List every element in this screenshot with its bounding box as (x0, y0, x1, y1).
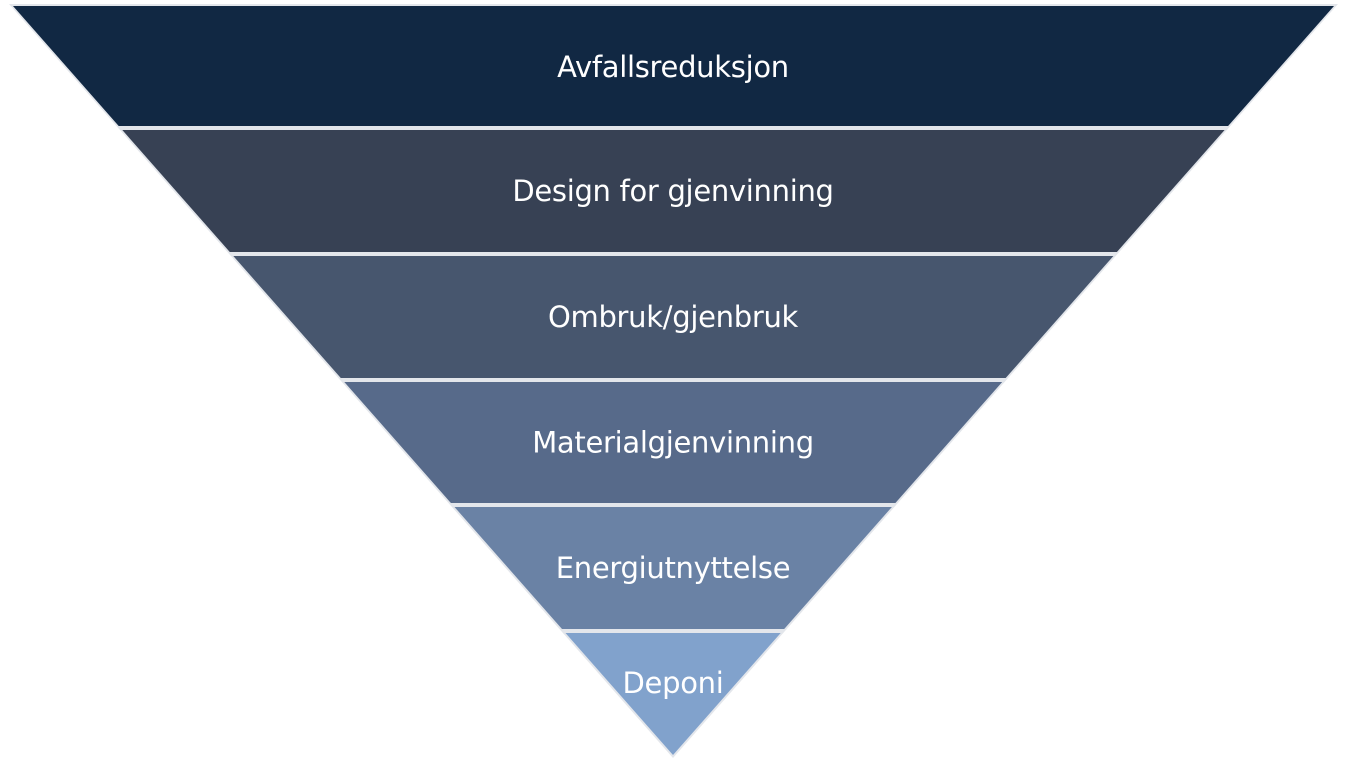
pyramid-tiers (13, 6, 1334, 755)
tier-3-label: Ombruk/gjenbruk (548, 300, 799, 334)
tier-4-band (344, 382, 1003, 503)
tier-1-band (13, 6, 1334, 126)
tier-5-band (454, 507, 892, 629)
tier-6-band (565, 633, 781, 755)
tier-6-label: Deponi (623, 666, 724, 700)
tier-5-label: Energiutnyttelse (556, 551, 791, 585)
tier-2-band (122, 130, 1225, 252)
tier-4-label: Materialgjenvinning (532, 426, 814, 460)
tier-1-label: Avfallsreduksjon (557, 50, 789, 84)
tier-3-band (233, 256, 1114, 378)
pyramid-labels: Avfallsreduksjon Design for gjenvinning … (512, 50, 834, 700)
tier-2-label: Design for gjenvinning (512, 174, 833, 208)
